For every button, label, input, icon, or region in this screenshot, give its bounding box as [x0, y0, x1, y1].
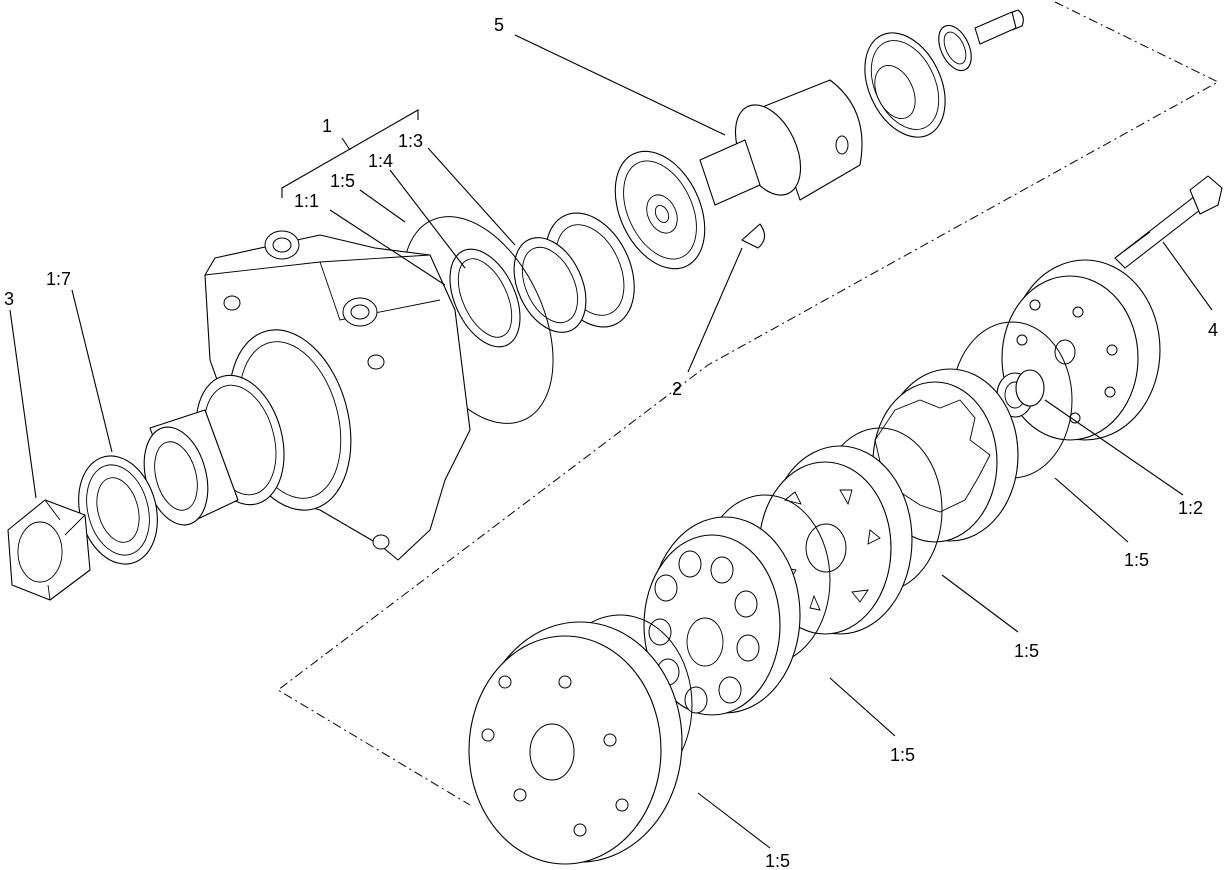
callout-4: 4 [1208, 320, 1218, 340]
callout-1-5-right: 1:5 [1124, 550, 1149, 570]
bolt [1114, 175, 1223, 269]
valve-plate [872, 368, 1019, 543]
callout-1-1: 1:1 [294, 191, 319, 211]
callout-1-5-bottom: 1:5 [765, 851, 790, 870]
callout-2: 2 [672, 379, 682, 399]
gerotor-set [643, 516, 801, 716]
callout-1: 1 [322, 116, 332, 136]
wear-plate [468, 621, 683, 865]
leader-lines [9, 34, 1213, 849]
assembly-boundary [277, 1, 1220, 806]
callout-1-2: 1:2 [1178, 498, 1203, 518]
shaft-seal [78, 455, 158, 565]
callout-1-5-mid: 1:5 [1014, 641, 1039, 661]
shaft-assembly [614, 9, 1024, 270]
callout-1-5-lower: 1:5 [890, 745, 915, 765]
callout-3: 3 [4, 289, 14, 309]
callout-5: 5 [494, 15, 504, 35]
woodruff-key [741, 223, 766, 249]
seal-rings [402, 212, 635, 424]
callout-1-4: 1:4 [368, 151, 393, 171]
callout-1-3: 1:3 [398, 131, 423, 151]
hex-nut [7, 499, 91, 601]
motor-housing [195, 230, 471, 561]
callout-1-5-upper: 1:5 [330, 171, 355, 191]
callout-1-7: 1:7 [46, 269, 71, 289]
